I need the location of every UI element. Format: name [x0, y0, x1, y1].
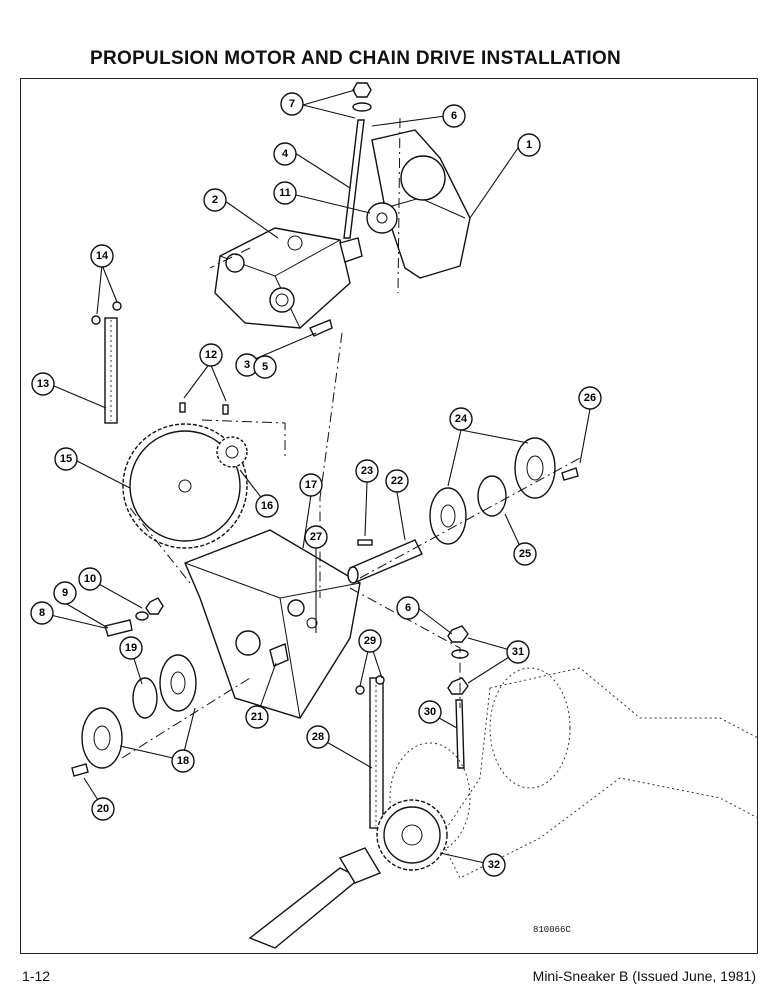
footer-text: Mini-Sneaker B (Issued June, 1981)	[532, 968, 756, 984]
svg-text:9: 9	[62, 587, 68, 599]
svg-text:31: 31	[512, 646, 524, 658]
exploded-parts-diagram: 1 2 3 5 4 6 7 11 14 12 13 26 24 15 23 22…	[30, 82, 758, 949]
callout-29: 29	[358, 629, 382, 653]
svg-text:28: 28	[312, 731, 324, 743]
callout-26: 26	[578, 386, 602, 410]
callout-25: 25	[513, 542, 537, 566]
svg-text:4: 4	[282, 148, 289, 160]
svg-text:6: 6	[451, 110, 457, 122]
callout-28: 28	[306, 725, 330, 749]
left-bearing-assembly	[81, 654, 197, 769]
svg-text:12: 12	[205, 349, 217, 361]
callout-6: 6	[442, 104, 466, 128]
upper-chain	[91, 301, 122, 424]
callout-23: 23	[355, 459, 379, 483]
svg-text:29: 29	[364, 635, 376, 647]
svg-text:18: 18	[177, 755, 189, 767]
right-bearing-assembly	[429, 437, 579, 545]
axle-nut-lower	[447, 677, 469, 695]
svg-text:22: 22	[391, 475, 403, 487]
diagram-frame	[20, 78, 758, 954]
svg-text:19: 19	[125, 642, 137, 654]
callout-20: 20	[91, 797, 115, 821]
callout-1: 1	[517, 133, 541, 157]
callout-10: 10	[78, 567, 102, 591]
callout-7: 7	[280, 92, 304, 116]
svg-text:16: 16	[261, 500, 273, 512]
callout-17: 17	[299, 473, 323, 497]
rear-axle-housing	[389, 667, 758, 879]
svg-text:32: 32	[488, 859, 500, 871]
svg-text:30: 30	[424, 706, 436, 718]
chain-case-housing	[184, 529, 361, 719]
callout-27: 27	[304, 525, 328, 549]
housing-nut	[145, 597, 164, 615]
callout-4: 4	[273, 142, 297, 166]
lower-chain	[355, 675, 385, 829]
motor-bolt	[309, 319, 333, 337]
svg-text:27: 27	[310, 531, 322, 543]
callout-15: 15	[54, 447, 78, 471]
callout-6-lower: 6	[396, 596, 420, 620]
page-number: 1-12	[22, 968, 51, 984]
page-title: PROPULSION MOTOR AND CHAIN DRIVE INSTALL…	[90, 48, 622, 69]
universal-joint-shaft	[248, 847, 382, 949]
axle-sprocket	[376, 799, 448, 871]
callout-32: 32	[482, 853, 506, 877]
svg-text:1: 1	[526, 139, 532, 151]
axle-stud	[455, 699, 465, 769]
stud-rod	[343, 119, 365, 239]
callout-22: 22	[385, 469, 409, 493]
svg-text:10: 10	[84, 573, 96, 585]
callout-19: 19	[119, 636, 143, 660]
callout-24: 24	[449, 407, 473, 431]
svg-text:11: 11	[279, 187, 291, 199]
svg-text:8: 8	[39, 607, 45, 619]
large-sprocket	[122, 423, 248, 549]
housing-washer	[135, 611, 149, 621]
callout-11: 11	[273, 181, 297, 205]
svg-text:5: 5	[262, 361, 268, 373]
callout-8: 8	[30, 601, 54, 625]
motor-sprocket	[366, 202, 398, 234]
svg-text:23: 23	[361, 465, 373, 477]
svg-text:17: 17	[305, 479, 317, 491]
axle-nut-upper	[447, 625, 469, 643]
callout-5: 5	[253, 355, 277, 379]
svg-text:21: 21	[251, 711, 263, 723]
top-nut	[352, 82, 372, 112]
callout-2: 2	[203, 188, 227, 212]
callout-18: 18	[171, 749, 195, 773]
flange-bolt	[71, 763, 89, 777]
svg-text:13: 13	[37, 378, 49, 390]
svg-text:24: 24	[455, 413, 468, 425]
svg-text:6: 6	[405, 602, 411, 614]
callout-31: 31	[506, 640, 530, 664]
svg-text:20: 20	[97, 803, 109, 815]
svg-text:7: 7	[289, 98, 295, 110]
callout-30: 30	[418, 700, 442, 724]
callout-14: 14	[90, 244, 114, 268]
svg-text:26: 26	[584, 392, 596, 404]
svg-text:14: 14	[96, 250, 109, 262]
small-sprocket	[179, 402, 248, 468]
callout-16: 16	[255, 494, 279, 518]
svg-text:2: 2	[212, 194, 218, 206]
svg-text:25: 25	[519, 548, 531, 560]
drive-shaft	[347, 539, 423, 584]
callout-9: 9	[53, 581, 77, 605]
chain-tensioner-bracket	[269, 643, 289, 667]
callout-13: 13	[31, 372, 55, 396]
callout-21: 21	[245, 705, 269, 729]
figure-code: 810066C	[533, 925, 571, 935]
svg-text:3: 3	[244, 359, 250, 371]
svg-text:15: 15	[60, 453, 72, 465]
housing-bolt	[104, 619, 133, 637]
propulsion-motor	[214, 227, 363, 329]
callout-12: 12	[199, 343, 223, 367]
